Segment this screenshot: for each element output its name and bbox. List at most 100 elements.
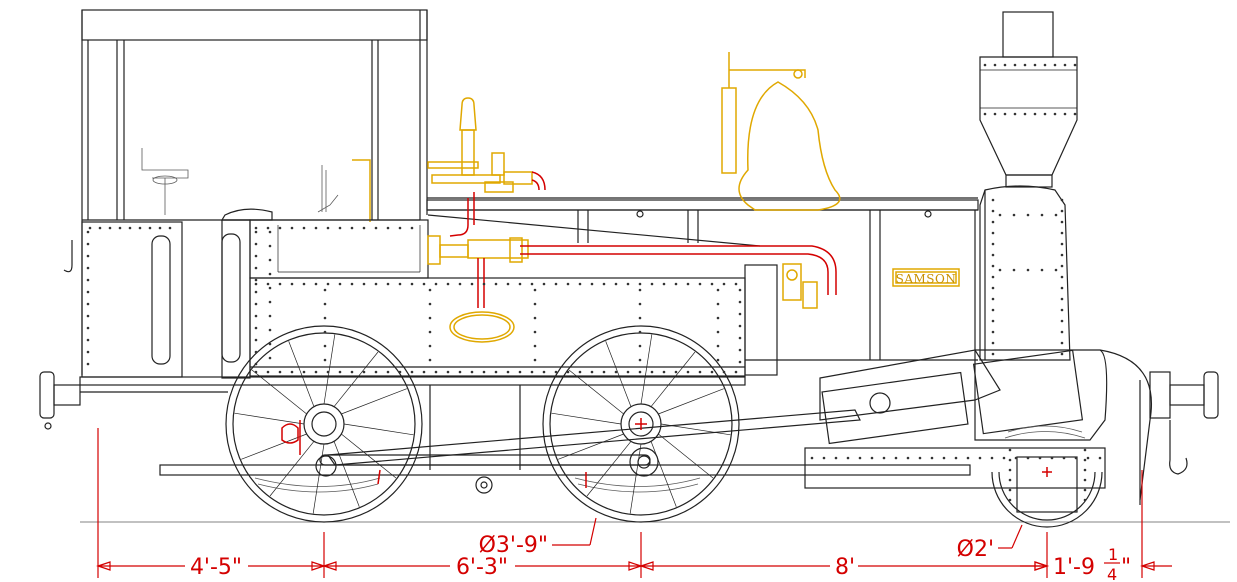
- rivet: [86, 266, 90, 270]
- rivet: [734, 282, 738, 286]
- rivet: [1008, 448, 1012, 452]
- wheel-spoke: [551, 412, 622, 425]
- rivet: [738, 300, 742, 304]
- rivet: [266, 370, 270, 374]
- rivet: [338, 370, 342, 374]
- rivet: [930, 456, 934, 460]
- rivet: [428, 344, 432, 348]
- rivet: [1054, 213, 1058, 217]
- rivet: [991, 286, 995, 290]
- rivet: [1083, 498, 1087, 502]
- rivet: [86, 314, 90, 318]
- rivet: [362, 282, 366, 286]
- rivet: [268, 342, 272, 346]
- wheel-spoke: [568, 369, 624, 415]
- wheel-spoke: [343, 423, 414, 436]
- rivet: [266, 226, 270, 230]
- rivet: [254, 226, 258, 230]
- rivet: [302, 282, 306, 286]
- rivet: [533, 316, 537, 320]
- rivet: [1073, 112, 1077, 116]
- wheel-spoke: [341, 388, 407, 415]
- rivet: [323, 358, 327, 362]
- rivet: [326, 282, 330, 286]
- rivet: [1083, 478, 1087, 482]
- rivet: [578, 282, 582, 286]
- wheel-spoke: [650, 441, 677, 507]
- rivet: [710, 370, 714, 374]
- rivet: [266, 282, 270, 286]
- rivets: [86, 63, 1102, 502]
- rivet: [738, 348, 742, 352]
- rivet: [148, 226, 152, 230]
- coupling-rod: [319, 409, 861, 494]
- rivet: [323, 344, 327, 348]
- rivet: [1086, 456, 1090, 460]
- rivet: [1013, 112, 1017, 116]
- rivet: [268, 272, 272, 276]
- rivet: [1008, 468, 1012, 472]
- rivet: [410, 226, 414, 230]
- rivet: [428, 358, 432, 362]
- rivet: [254, 302, 258, 306]
- rivet: [978, 456, 982, 460]
- rivet: [1060, 352, 1064, 356]
- rivet: [716, 316, 720, 320]
- rivet: [906, 456, 910, 460]
- rivet: [1053, 112, 1057, 116]
- rivet: [566, 282, 570, 286]
- rivet: [710, 282, 714, 286]
- rivet: [88, 226, 92, 230]
- rivet: [1050, 456, 1054, 460]
- driving-wheel-rear: [225, 325, 423, 523]
- wheel-spoke: [241, 433, 307, 460]
- rivet: [314, 282, 318, 286]
- rivet: [542, 370, 546, 374]
- rivet: [98, 226, 102, 230]
- rivet: [494, 282, 498, 286]
- rivet: [686, 370, 690, 374]
- steam-dome-brass: [721, 52, 841, 211]
- rivet: [278, 370, 282, 374]
- rivet: [698, 282, 702, 286]
- rivet: [374, 370, 378, 374]
- wheel-spoke: [323, 334, 336, 405]
- rivet: [86, 230, 90, 234]
- rivet: [108, 226, 112, 230]
- rivet: [578, 370, 582, 374]
- wheel-spoke: [269, 441, 315, 497]
- wheel-spoke: [251, 369, 307, 415]
- rivet: [302, 370, 306, 374]
- rivet: [1013, 63, 1017, 67]
- rivet: [362, 370, 366, 374]
- rivet: [614, 282, 618, 286]
- rivet: [638, 302, 642, 306]
- rivet: [638, 370, 642, 374]
- rivet: [991, 220, 995, 224]
- rivet: [446, 370, 450, 374]
- wheel-spoke: [586, 441, 632, 497]
- rivet: [734, 370, 738, 374]
- rivet: [254, 254, 258, 258]
- rivet: [494, 370, 498, 374]
- rivet: [716, 288, 720, 292]
- rivet: [1083, 488, 1087, 492]
- wheel-spoke: [312, 443, 325, 514]
- rivet: [326, 226, 330, 230]
- wheel-spoke: [333, 441, 360, 507]
- rivet: [254, 370, 258, 374]
- rivet: [533, 330, 537, 334]
- rivet: [268, 356, 272, 360]
- dim-front-overhang-inch: ": [1121, 555, 1131, 580]
- rivet: [983, 112, 987, 116]
- rivet: [374, 226, 378, 230]
- rivet: [1026, 268, 1030, 272]
- dim-front-overhang-numerator: 1: [1108, 545, 1118, 564]
- rivet: [716, 302, 720, 306]
- rivet: [1040, 213, 1044, 217]
- rivet: [1060, 253, 1064, 257]
- rivet: [810, 456, 814, 460]
- rivet: [1063, 112, 1067, 116]
- rivet: [278, 226, 282, 230]
- rivet: [470, 282, 474, 286]
